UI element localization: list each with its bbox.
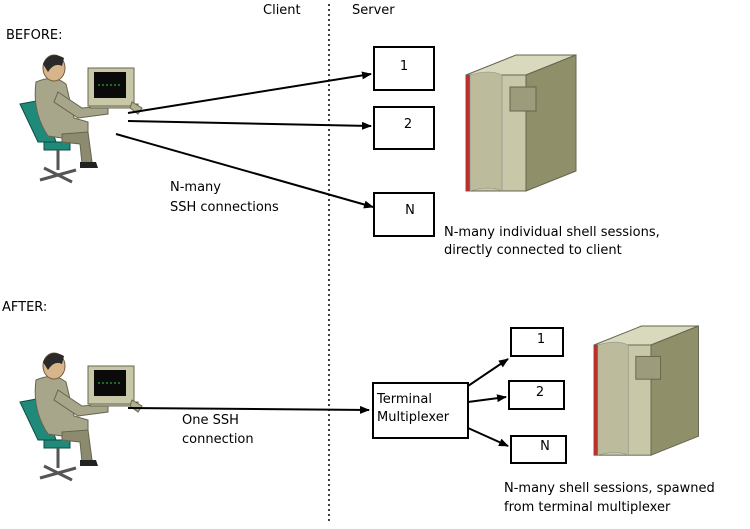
spawn-arrow-2 — [467, 394, 507, 403]
server-icon — [593, 325, 699, 456]
spawn-arrow-n — [467, 427, 509, 447]
before-caption-line-1: N-many individual shell sessions, — [444, 225, 660, 240]
client-header: Client — [263, 3, 301, 18]
shell-session-label-2: 2 — [404, 117, 412, 132]
one-connection-label-line-2: connection — [182, 432, 254, 447]
ssh-connection-arrow-1 — [127, 71, 372, 114]
spawned-session-box-n — [510, 435, 567, 464]
before-caption-line-2: directly connected to client — [444, 243, 622, 258]
spawned-session-box-2 — [508, 380, 565, 410]
after-caption-line-1: N-many shell sessions, spawned — [504, 481, 715, 496]
ssh-connection-arrow-2 — [127, 120, 372, 130]
user-at-computer-icon — [18, 53, 144, 184]
server-header: Server — [352, 3, 395, 18]
ssh-connection-arrow-n — [115, 133, 374, 209]
connections-label-line-2: SSH connections — [170, 200, 279, 215]
terminal-multiplexer-box — [372, 382, 469, 439]
user-at-computer-icon — [18, 351, 144, 482]
spawned-session-label-1: 1 — [537, 332, 545, 347]
server-icon — [465, 54, 577, 192]
single-ssh-connection-arrow — [127, 405, 370, 414]
spawn-arrow-1 — [467, 358, 509, 387]
multiplexer-label-line-1: Terminal — [376, 392, 432, 407]
shell-session-box-1 — [373, 46, 435, 91]
shell-session-label-n: N — [405, 203, 415, 218]
shell-session-box-n — [373, 192, 435, 237]
shell-session-label-1: 1 — [400, 59, 408, 74]
one-connection-label-line-1: One SSH — [182, 413, 239, 428]
spawned-session-label-2: 2 — [536, 385, 544, 400]
before-label: BEFORE: — [6, 28, 62, 43]
multiplexer-label-line-2: Multiplexer — [377, 410, 450, 425]
shell-session-box-2 — [373, 106, 435, 150]
spawned-session-box-1 — [510, 327, 564, 357]
after-caption-line-2: from terminal multiplexer — [504, 500, 671, 515]
after-label: AFTER: — [2, 300, 47, 315]
spawned-session-label-n: N — [540, 439, 550, 454]
connections-label-line-1: N-many — [170, 180, 221, 195]
